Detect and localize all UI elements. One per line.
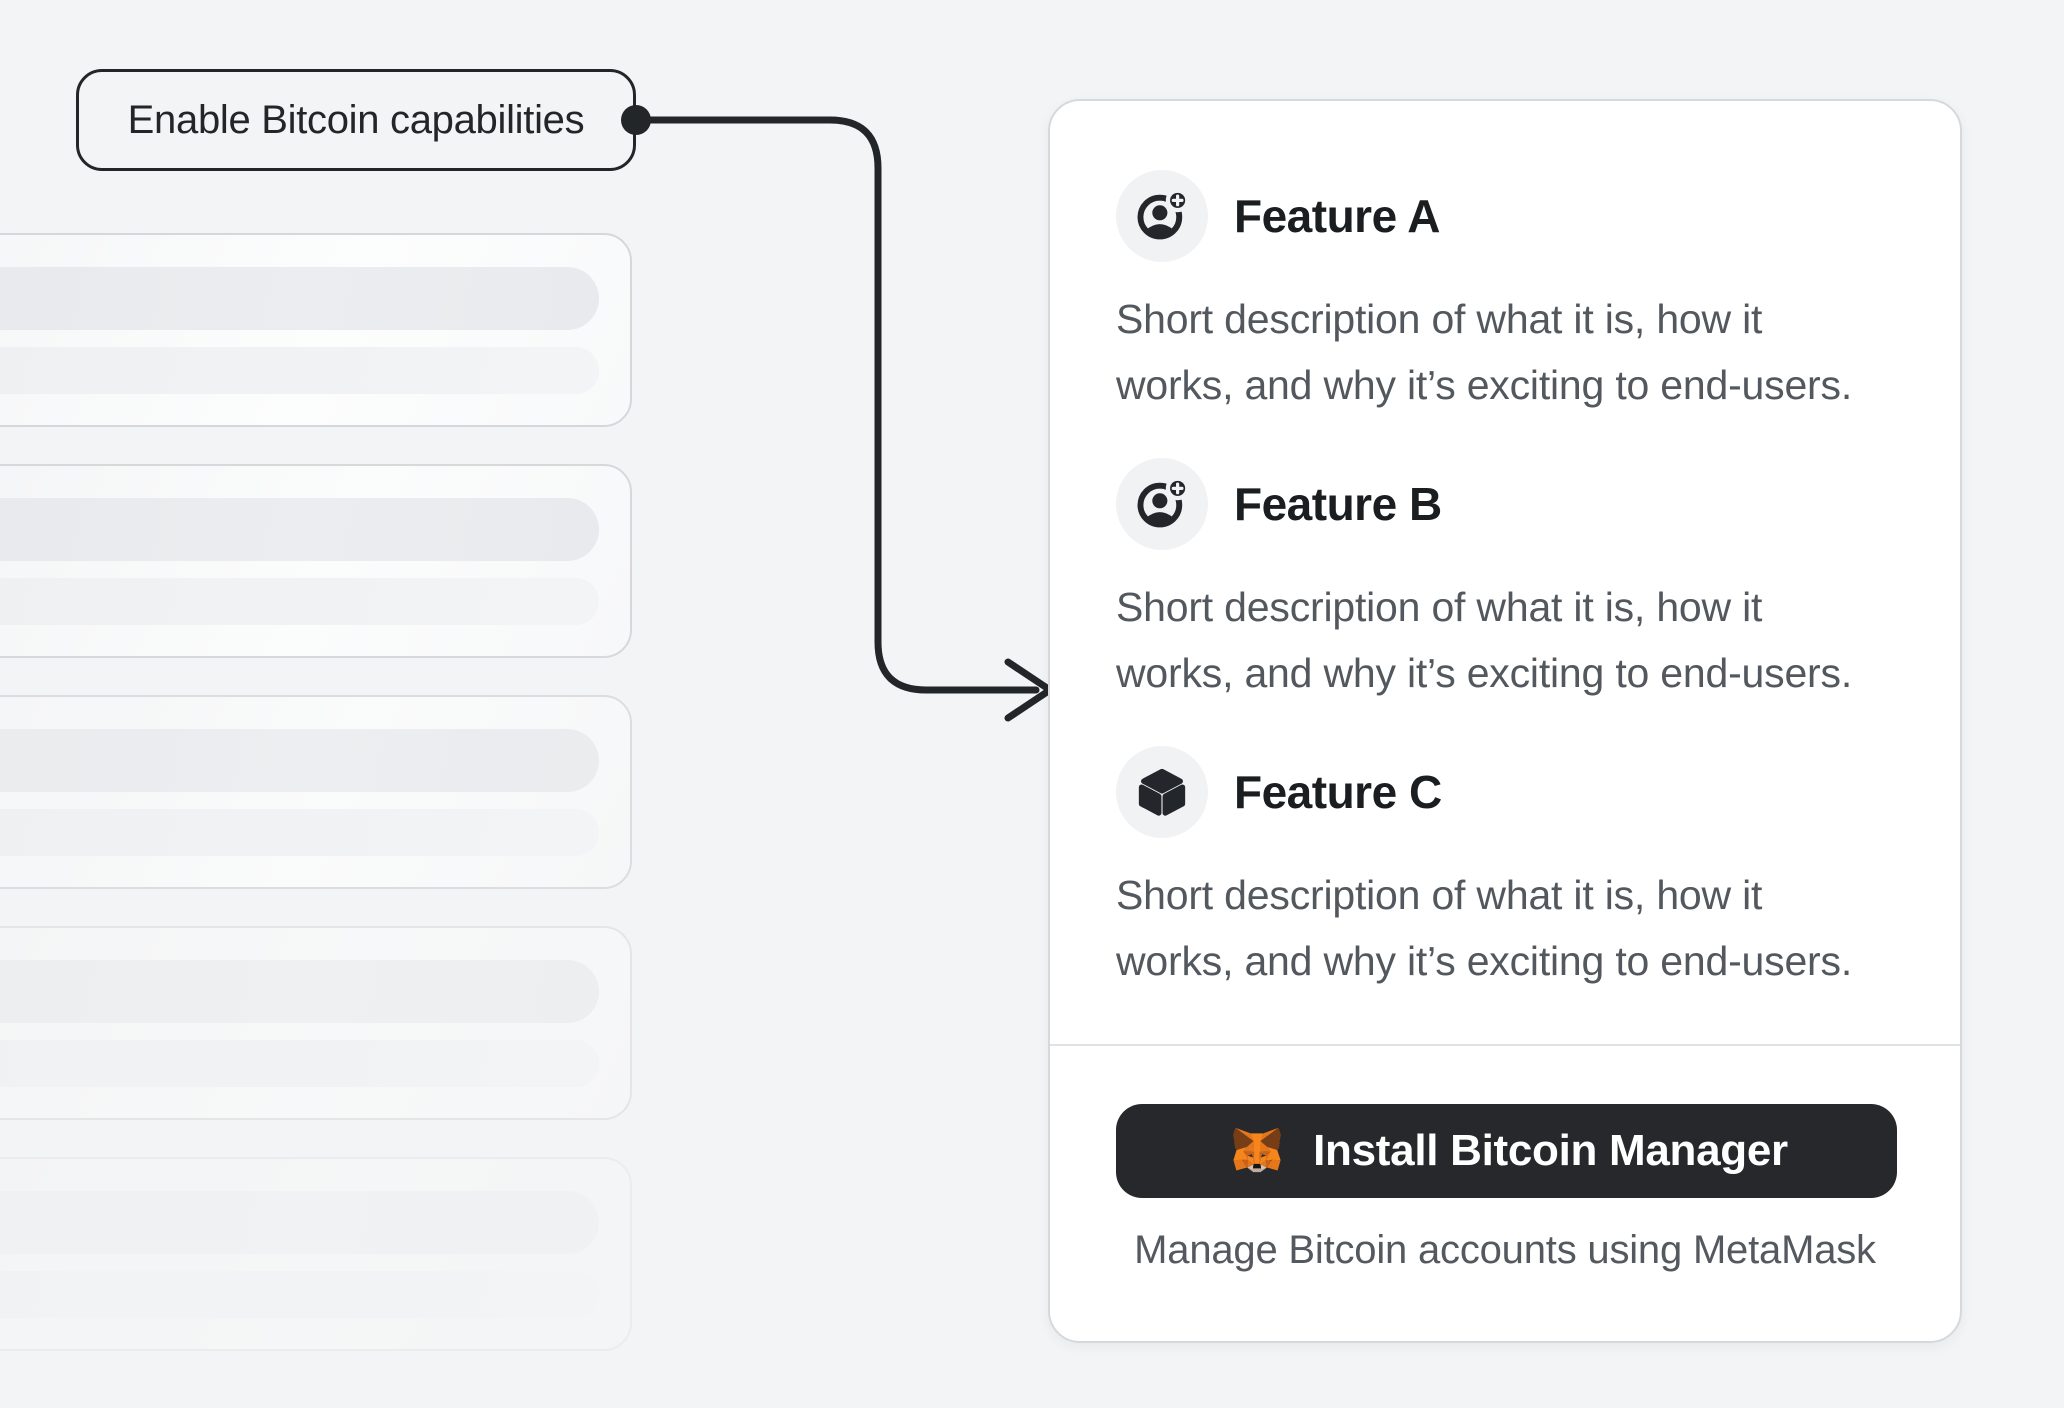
skeleton-bar bbox=[0, 498, 599, 561]
description-line: Short description of what it is, how it bbox=[1116, 296, 1763, 342]
feature-card: Feature A Short description of what it i… bbox=[1048, 99, 1962, 1343]
skeleton-bar bbox=[0, 1040, 599, 1087]
skeleton-bar bbox=[0, 1271, 599, 1318]
callout-label: Enable Bitcoin capabilities bbox=[76, 69, 636, 171]
icon-circle bbox=[1116, 746, 1208, 838]
skeleton-card bbox=[0, 464, 632, 658]
user-add-icon bbox=[1137, 476, 1190, 528]
skeleton-bar bbox=[0, 578, 599, 625]
skeleton-bar bbox=[0, 729, 599, 792]
metamask-fox-icon bbox=[1233, 1127, 1282, 1173]
feature-row: Feature B bbox=[1116, 458, 1894, 550]
description-line: works, and why it’s exciting to end-user… bbox=[1116, 938, 1853, 984]
cta-caption: Manage Bitcoin accounts using MetaMask bbox=[1134, 1228, 1876, 1272]
description-line: works, and why it’s exciting to end-user… bbox=[1116, 362, 1853, 408]
feature-row: Feature A bbox=[1116, 170, 1894, 262]
feature-title: Feature A bbox=[1234, 190, 1440, 242]
install-button-label: Install Bitcoin Manager bbox=[1313, 1126, 1788, 1175]
feature-description: Short description of what it is, how it … bbox=[1116, 574, 1894, 706]
skeleton-card bbox=[0, 695, 632, 889]
feature-row: Feature C bbox=[1116, 746, 1894, 838]
skeleton-bar bbox=[0, 347, 599, 394]
skeleton-card bbox=[0, 926, 632, 1120]
feature-description: Short description of what it is, how it … bbox=[1116, 862, 1894, 994]
icon-circle bbox=[1116, 170, 1208, 262]
description-line: works, and why it’s exciting to end-user… bbox=[1116, 650, 1853, 696]
skeleton-bar bbox=[0, 267, 599, 330]
skeleton-card bbox=[0, 233, 632, 427]
user-add-icon bbox=[1137, 188, 1190, 240]
skeleton-bar bbox=[0, 960, 599, 1023]
feature-title: Feature B bbox=[1234, 478, 1442, 530]
divider bbox=[1050, 1044, 1960, 1046]
callout-text: Enable Bitcoin capabilities bbox=[127, 97, 585, 142]
feature-title: Feature C bbox=[1234, 766, 1442, 818]
skeleton-card bbox=[0, 1157, 632, 1351]
skeleton-bar bbox=[0, 809, 599, 856]
icon-circle bbox=[1116, 458, 1208, 550]
skeleton-bar bbox=[0, 1191, 599, 1254]
cube-icon bbox=[1138, 768, 1186, 816]
install-bitcoin-manager-button[interactable]: Install Bitcoin Manager bbox=[1116, 1104, 1897, 1198]
feature-description: Short description of what it is, how it … bbox=[1116, 286, 1894, 418]
description-line: Short description of what it is, how it bbox=[1116, 584, 1763, 630]
description-line: Short description of what it is, how it bbox=[1116, 872, 1763, 918]
